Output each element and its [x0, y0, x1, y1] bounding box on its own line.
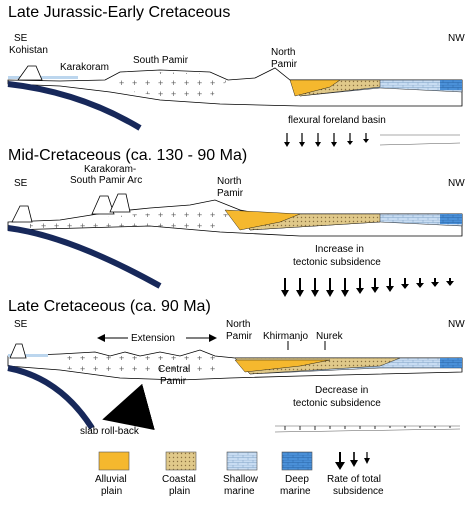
panel-2: Mid-Cretaceous (ca. 130 - 90 Ma) SE NW K… — [7, 147, 465, 297]
nw-label: NW — [448, 319, 465, 330]
south-pamir-label: South Pamir — [133, 55, 189, 66]
nw-label: NW — [448, 178, 465, 189]
subducting-slab — [7, 225, 162, 289]
crust-pattern — [60, 356, 220, 376]
legend-label-deep-2: marine — [280, 486, 311, 497]
subsidence-label-1: Decrease in — [315, 385, 368, 396]
se-label: SE — [14, 178, 28, 189]
north-pamir-label-2: Pamir — [226, 331, 253, 342]
well-markers — [287, 341, 326, 350]
arc-label-1: Karakoram- — [84, 164, 136, 175]
central-pamir-label-1: Central — [158, 364, 190, 375]
subducting-slab — [7, 365, 95, 430]
legend-swatch-alluvial — [98, 451, 130, 471]
deep-marine-fill — [440, 214, 462, 224]
khirmanjo-label: Khirmanjo — [263, 331, 308, 342]
panel-1-title: Late Jurassic-Early Cretaceous — [8, 4, 230, 21]
subsidence-label-2: tectonic subsidence — [293, 257, 381, 268]
extension-label: Extension — [131, 333, 175, 344]
sea — [8, 354, 48, 357]
north-pamir-label-2: Pamir — [271, 59, 298, 70]
subsidence-arrows-1 — [284, 133, 461, 147]
alluvial-plain-fill — [289, 79, 341, 97]
legend-label-alluvial-2: plain — [101, 486, 122, 497]
north-pamir-label-1: North — [271, 47, 295, 58]
legend: Alluvial plain Coastal plain Shallow mar… — [95, 451, 384, 497]
legend-label-shallow-2: marine — [224, 486, 255, 497]
legend-rate-label-1: Rate of total — [327, 474, 381, 485]
basin-label: flexural foreland basin — [288, 115, 386, 126]
panel-3: Late Cretaceous (ca. 90 Ma) SE NW Extens… — [7, 298, 465, 437]
volcano — [109, 193, 131, 213]
subsidence-arrows-2 — [281, 278, 454, 297]
sea — [8, 76, 78, 79]
north-pamir-label-2: Pamir — [217, 188, 244, 199]
nw-label: NW — [448, 33, 465, 44]
legend-rate-arrows — [335, 452, 370, 470]
legend-label-alluvial-1: Alluvial — [95, 474, 127, 485]
subsidence-arrows-3 — [274, 425, 461, 433]
arc-label-2: South Pamir Arc — [70, 175, 142, 186]
legend-label-coastal-1: Coastal — [162, 474, 196, 485]
subsidence-label-1: Increase in — [315, 244, 364, 255]
legend-rate-label-2: subsidence — [333, 486, 384, 497]
crust-pattern — [110, 72, 228, 98]
kohistan-label: Kohistan — [9, 45, 48, 56]
subsidence-label-2: tectonic subsidence — [293, 398, 381, 409]
se-label: SE — [14, 319, 28, 330]
panel-1: Late Jurassic-Early Cretaceous SE NW Koh… — [7, 4, 465, 147]
north-pamir-label-1: North — [226, 319, 250, 330]
crust-pattern — [30, 210, 230, 230]
legend-swatch-shallow — [226, 451, 258, 471]
deep-marine-fill — [440, 358, 462, 368]
karakoram-label: Karakoram — [60, 62, 109, 73]
rollback-arrow — [102, 383, 155, 431]
central-pamir-label-2: Pamir — [160, 376, 187, 387]
legend-label-shallow-1: Shallow — [223, 474, 259, 485]
rollback-label: slab roll-back — [80, 426, 140, 437]
volcano — [17, 65, 43, 81]
subducting-slab — [7, 81, 142, 131]
se-label: SE — [14, 33, 28, 44]
volcano — [91, 195, 115, 215]
volcano — [9, 343, 27, 359]
legend-label-coastal-2: plain — [169, 486, 190, 497]
volcano — [11, 205, 33, 223]
deep-marine-fill — [440, 80, 462, 90]
nurek-label: Nurek — [316, 331, 344, 342]
alluvial-plain-fill — [224, 209, 301, 231]
panel-3-title: Late Cretaceous (ca. 90 Ma) — [8, 298, 211, 315]
panel-2-title: Mid-Cretaceous (ca. 130 - 90 Ma) — [8, 147, 247, 164]
north-pamir-label-1: North — [217, 176, 241, 187]
legend-swatch-deep — [281, 451, 313, 471]
legend-label-deep-1: Deep — [285, 474, 309, 485]
legend-swatch-coastal — [165, 451, 197, 471]
alluvial-plain-fill — [234, 359, 331, 373]
